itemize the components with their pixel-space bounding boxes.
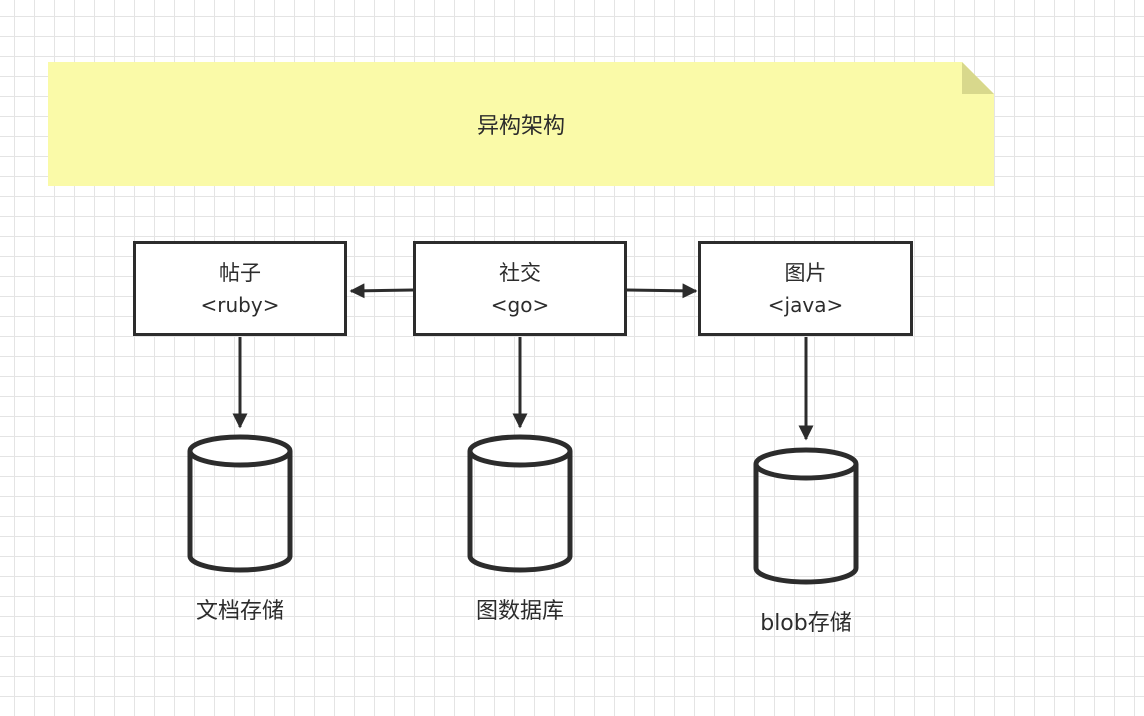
service-social-name: 社交 [499,260,541,285]
graph-db-cylinder-icon[interactable] [467,434,573,573]
blob-store-label: blob存储 [760,611,852,636]
doc-store-label: 文档存储 [195,599,284,624]
graph-db-label: 图数据库 [475,599,564,624]
arrow-social-to-posts[interactable] [349,283,414,299]
doc-store-cylinder-icon[interactable] [187,434,293,573]
note-shape [48,62,994,186]
note-body [48,62,994,186]
note-fold [962,62,994,94]
service-images-name: 图片 [784,260,827,285]
service-posts-name: 帖子 [219,260,261,285]
diagram-title-note[interactable]: 异构架构 [48,62,994,186]
service-social-language: <go> [490,292,550,317]
blob-store-cylinder-icon[interactable] [753,447,859,585]
service-images-language: <java> [767,292,844,317]
arrow-social-to-images[interactable] [626,283,698,299]
service-social-box[interactable]: 社交 <go> [413,241,627,336]
service-posts-language: <ruby> [200,292,280,317]
diagram-title: 异构架构 [476,114,565,139]
service-posts-box[interactable]: 帖子 <ruby> [133,241,347,336]
service-images-box[interactable]: 图片 <java> [698,241,913,336]
